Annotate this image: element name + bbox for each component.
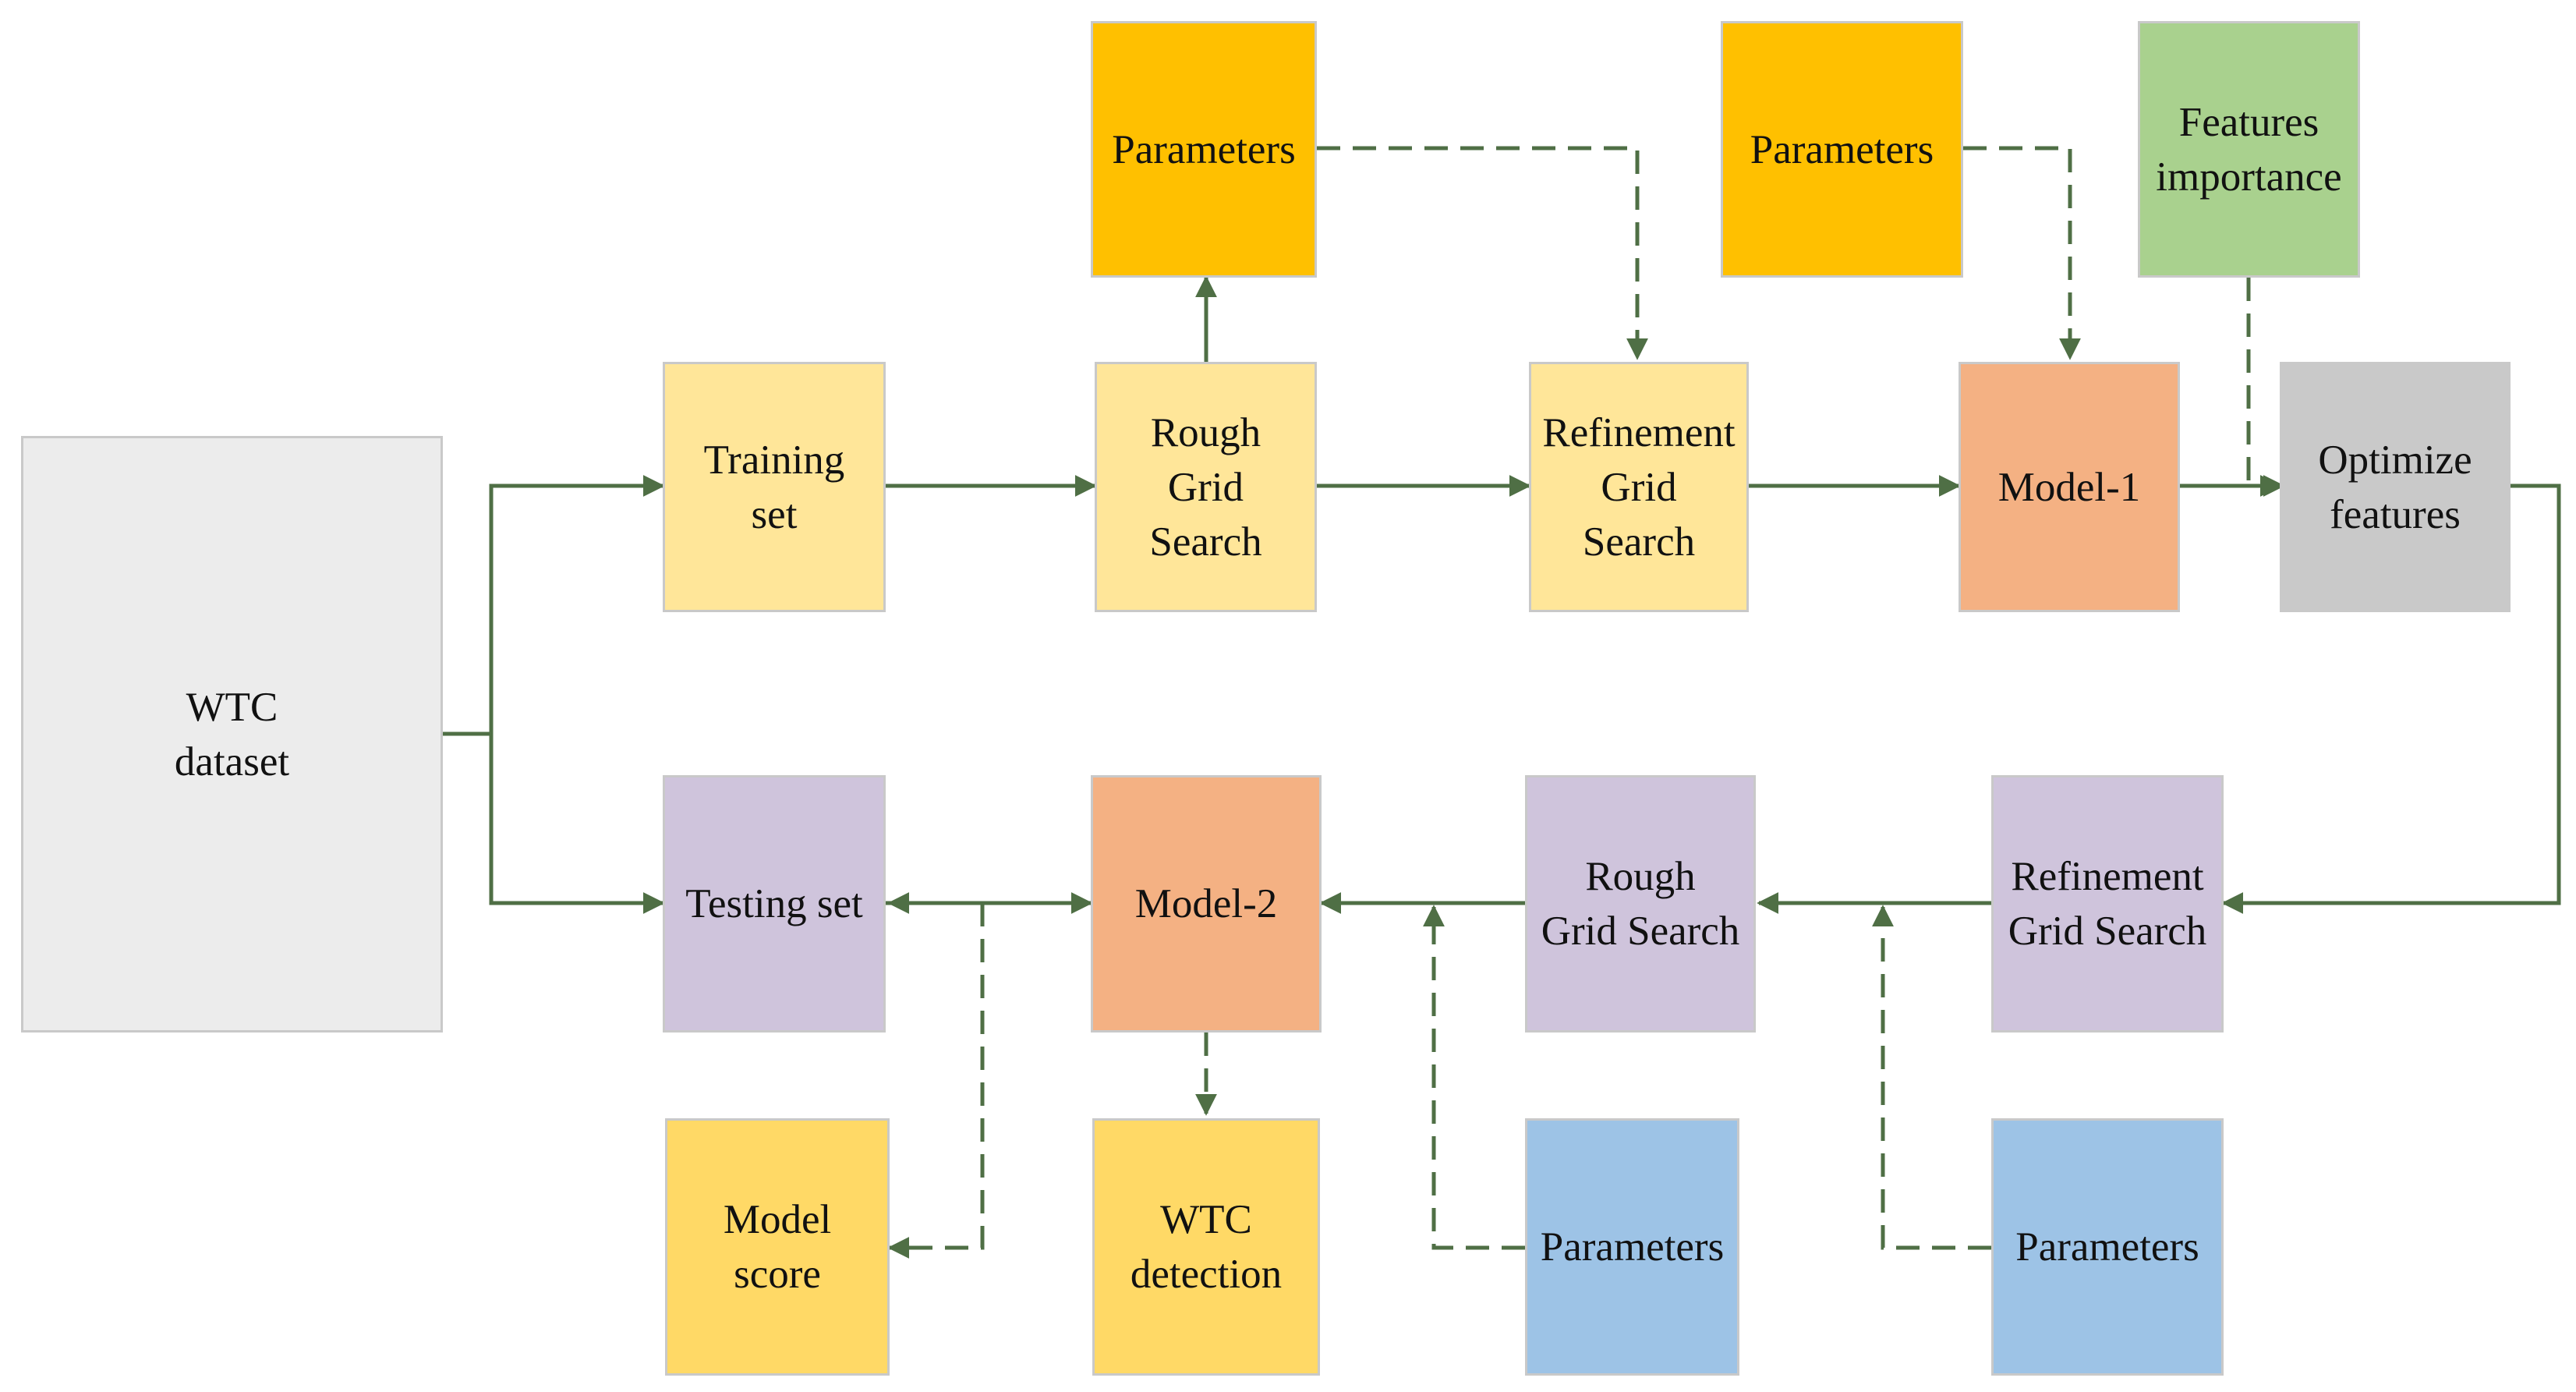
edge-parameters1-to-refinement xyxy=(1317,146,1648,360)
edge-optimize-to-refinement2 xyxy=(2221,483,2561,914)
refinement-grid-search-box-top: Refinement Grid Search xyxy=(1529,362,1749,612)
model-1-label: Model-1 xyxy=(1997,464,2141,510)
optimize-features-box: Optimize features xyxy=(2280,362,2511,612)
model-score-box: Model score xyxy=(665,1118,890,1376)
parameters-label-3: Parameters xyxy=(1540,1224,1725,1270)
features-importance-box: Features importance xyxy=(2138,21,2360,278)
training-set-box: Training set xyxy=(663,362,886,612)
wtc-dataset-box: WTC dataset xyxy=(21,436,443,1032)
features-importance-label: Features importance xyxy=(2156,99,2342,200)
refinement-grid-search-label-top: Refinement Grid Search xyxy=(1542,409,1736,565)
model-1-box: Model-1 xyxy=(1959,362,2180,612)
edge-dataset-to-training xyxy=(443,475,665,736)
model-score-label: Model score xyxy=(723,1197,832,1297)
refinement-grid-search-box-bottom: Refinement Grid Search xyxy=(1991,775,2224,1032)
edge-testing-to-model-score xyxy=(887,903,985,1259)
parameters-box-3: Parameters xyxy=(1525,1118,1739,1376)
rough-grid-search-label-bottom: Rough Grid Search xyxy=(1541,854,1740,954)
model-2-label: Model-2 xyxy=(1134,881,1278,926)
model-2-box: Model-2 xyxy=(1091,775,1322,1032)
rough-grid-search-box-bottom: Rough Grid Search xyxy=(1525,775,1756,1032)
edge-parameters2-to-model1 xyxy=(1963,146,2081,360)
edge-parameters3-to-rough2-line xyxy=(1423,905,1525,1250)
parameters-label-4: Parameters xyxy=(2015,1224,2199,1270)
edge-dataset-to-testing xyxy=(489,734,665,914)
wtc-detection-label: WTC detection xyxy=(1130,1197,1283,1297)
optimize-features-label: Optimize features xyxy=(2318,437,2472,537)
edge-parameters4-to-refinement2-line xyxy=(1872,905,1991,1250)
rough-grid-search-box-top: Rough Grid Search xyxy=(1095,362,1317,612)
edge-importance-to-optimize xyxy=(2246,278,2285,497)
parameters-box-2: Parameters xyxy=(1721,21,1963,278)
training-set-label: Training set xyxy=(703,437,845,537)
testing-set-label: Testing set xyxy=(685,881,863,926)
rough-grid-search-label-top: Rough Grid Search xyxy=(1149,409,1262,565)
parameters-label-1: Parameters xyxy=(1112,126,1296,172)
parameters-box-1: Parameters xyxy=(1091,21,1317,278)
parameters-label-2: Parameters xyxy=(1750,126,1934,172)
parameters-box-4: Parameters xyxy=(1991,1118,2224,1376)
wtc-dataset-label: WTC dataset xyxy=(174,684,290,785)
refinement-grid-search-label-bottom: Refinement Grid Search xyxy=(2008,854,2207,954)
testing-set-box: Testing set xyxy=(663,775,886,1032)
wtc-detection-box: WTC detection xyxy=(1092,1118,1320,1376)
